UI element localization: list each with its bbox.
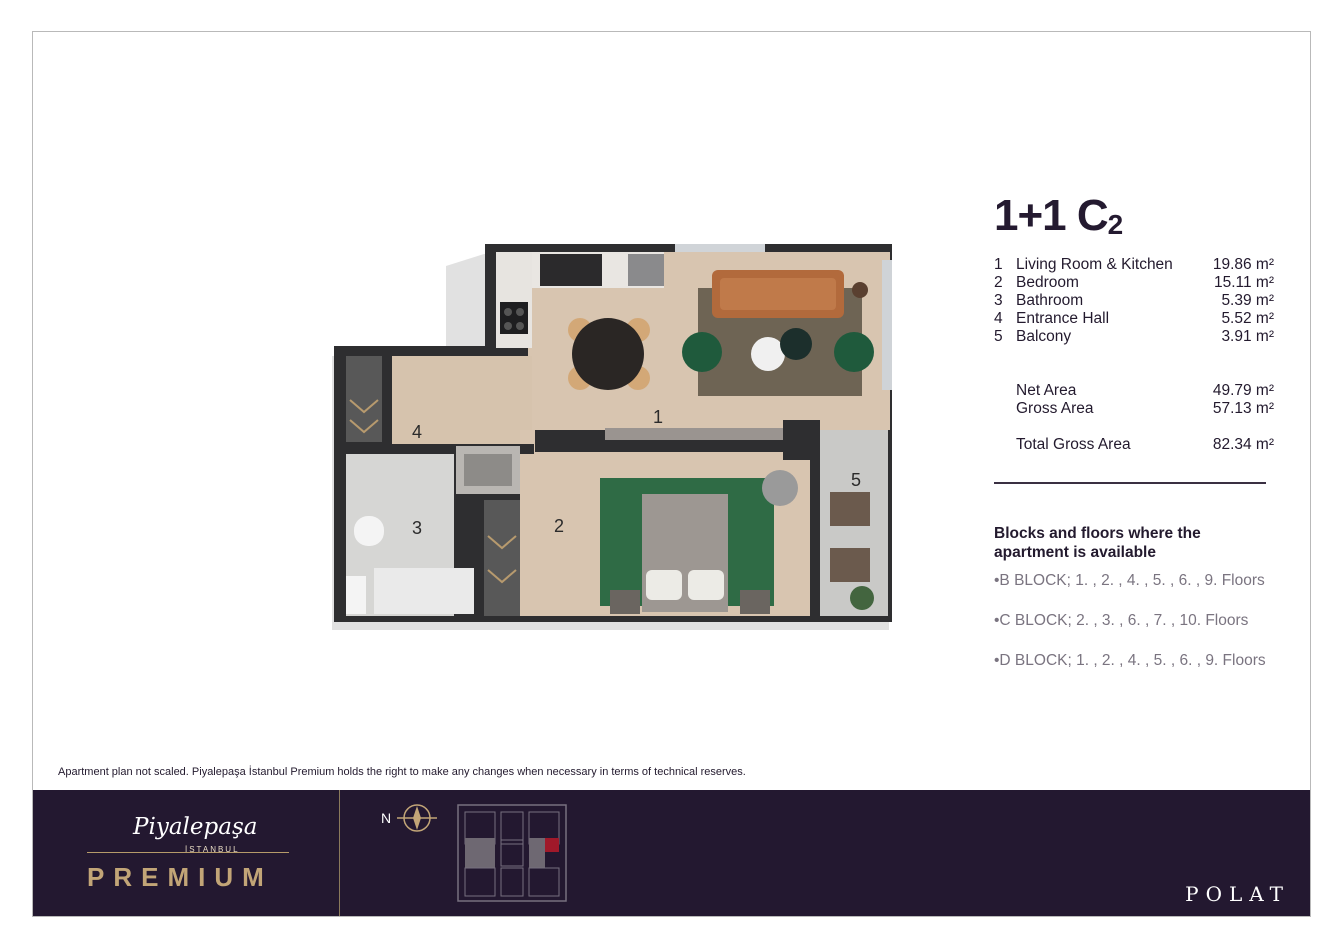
- compass-label: N: [381, 810, 392, 826]
- wardrobe: [346, 356, 382, 442]
- armchair: [682, 332, 722, 372]
- compass-icon: [397, 804, 437, 832]
- site-key-plan: [457, 804, 567, 902]
- block-c-floors: •C BLOCK; 2. , 3. , 6. , 7. , 10. Floors: [994, 612, 1249, 629]
- footer-band: Piyalepaşa İSTANBUL PREMIUM N POLAT: [33, 790, 1310, 916]
- floor-plan: 1 2 3 4 5: [332, 244, 892, 630]
- bedroom-wardrobe: [484, 500, 520, 616]
- sink-icon: [540, 254, 602, 286]
- room-label-3: 3: [412, 518, 422, 538]
- room-label-2: 2: [554, 516, 564, 536]
- nightstand: [610, 590, 640, 614]
- disclaimer: Apartment plan not scaled. Piyalepaşa İs…: [58, 766, 746, 778]
- divider: [994, 482, 1266, 484]
- hall-floor: [392, 356, 532, 446]
- developer-logo: POLAT: [1185, 882, 1290, 906]
- logo-brand: PREMIUM: [87, 862, 273, 892]
- bathtub: [374, 568, 474, 614]
- block-b-floors: •B BLOCK; 1. , 2. , 4. , 5. , 6. , 9. Fl…: [994, 572, 1265, 589]
- cooktop-icon: [500, 302, 528, 334]
- dining-table: [572, 318, 644, 390]
- logo-rule: [87, 852, 289, 853]
- bedroom-chair: [762, 470, 798, 506]
- logo-city: İSTANBUL: [185, 845, 240, 854]
- coffee-table: [751, 337, 785, 371]
- highlight-unit: [545, 838, 559, 852]
- availability-heading: Blocks and floors where the apartment is…: [994, 525, 1201, 561]
- unit-title: 1+1 C2: [994, 191, 1123, 241]
- footer-separator: [339, 790, 340, 916]
- plant-icon: [850, 586, 874, 610]
- room-label-4: 4: [412, 422, 422, 442]
- room-label-1: 1: [653, 407, 663, 427]
- balcony-chair: [830, 492, 870, 526]
- toilet-icon: [354, 516, 384, 546]
- block-d-floors: •D BLOCK; 1. , 2. , 4. , 5. , 6. , 9. Fl…: [994, 652, 1266, 669]
- logo-script: Piyalepaşa: [133, 814, 258, 840]
- room-label-5: 5: [851, 470, 861, 490]
